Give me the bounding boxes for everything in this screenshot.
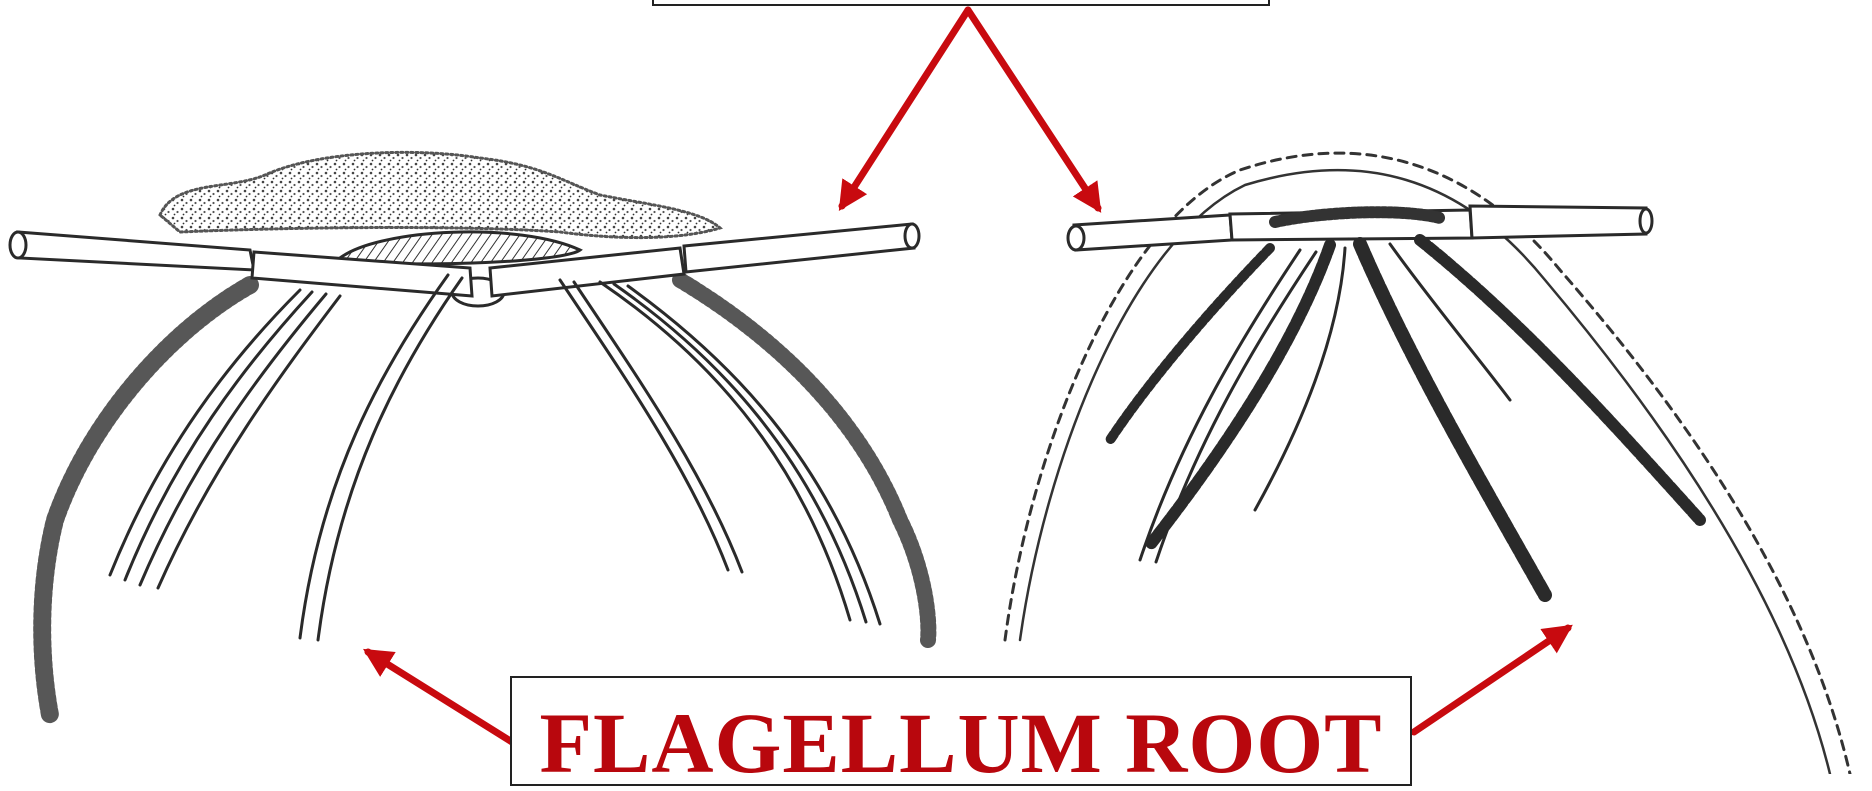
bottom-arrow-left xyxy=(368,652,512,742)
left-granular-side-right xyxy=(680,280,928,640)
left-flagellar-apparatus xyxy=(10,152,928,715)
top-arrow-right xyxy=(968,10,1098,208)
right-root-strands xyxy=(1110,240,1700,595)
bottom-arrow-right xyxy=(1414,628,1568,732)
top-label-box xyxy=(652,0,1270,6)
diagram-canvas xyxy=(0,0,1872,774)
top-arrow-left xyxy=(842,10,968,206)
annotation-arrows xyxy=(368,10,1568,742)
left-basal-plate xyxy=(340,232,580,264)
bottom-label-box: FLAGELLUM ROOT xyxy=(510,676,1412,786)
left-granular-cap xyxy=(160,152,720,237)
flagellum-root-label: FLAGELLUM ROOT xyxy=(539,700,1382,786)
left-granular-side-left xyxy=(42,285,250,715)
